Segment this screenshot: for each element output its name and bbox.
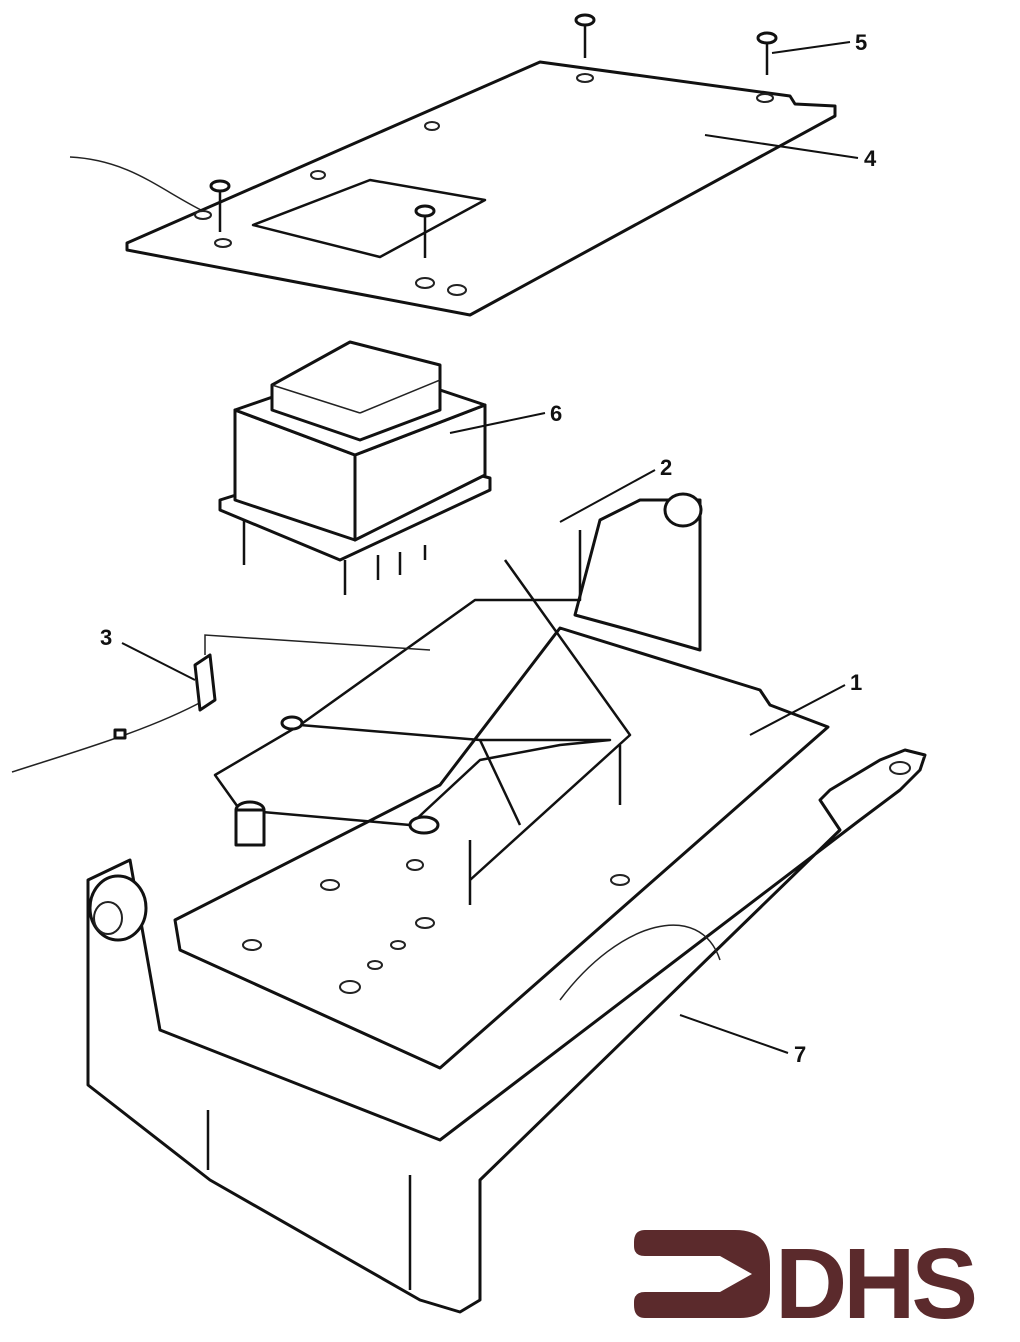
callout-3: 3 bbox=[100, 625, 196, 681]
svg-text:4: 4 bbox=[864, 146, 877, 171]
svg-text:2: 2 bbox=[660, 455, 672, 480]
circuit-board bbox=[173, 626, 830, 1070]
cover-plate bbox=[69, 60, 837, 317]
screws bbox=[209, 13, 778, 258]
callout-2: 2 bbox=[559, 455, 672, 523]
svg-text:5: 5 bbox=[855, 30, 867, 55]
transformer bbox=[218, 340, 492, 595]
callout-6: 6 bbox=[449, 401, 562, 434]
logo-text: DHS bbox=[775, 1228, 974, 1340]
arrow-icon bbox=[634, 1230, 770, 1318]
svg-text:3: 3 bbox=[100, 625, 112, 650]
callout-4: 4 bbox=[704, 134, 877, 171]
svg-text:1: 1 bbox=[850, 670, 862, 695]
svg-text:6: 6 bbox=[550, 401, 562, 426]
svg-text:7: 7 bbox=[794, 1042, 806, 1067]
sensor-clip bbox=[11, 634, 431, 773]
callout-1: 1 bbox=[749, 670, 862, 736]
support-frame bbox=[213, 530, 632, 905]
callout-5: 5 bbox=[771, 30, 867, 55]
callout-7: 7 bbox=[679, 1014, 806, 1067]
dhs-logo: DHS bbox=[634, 1228, 978, 1340]
housing bbox=[86, 492, 927, 1314]
